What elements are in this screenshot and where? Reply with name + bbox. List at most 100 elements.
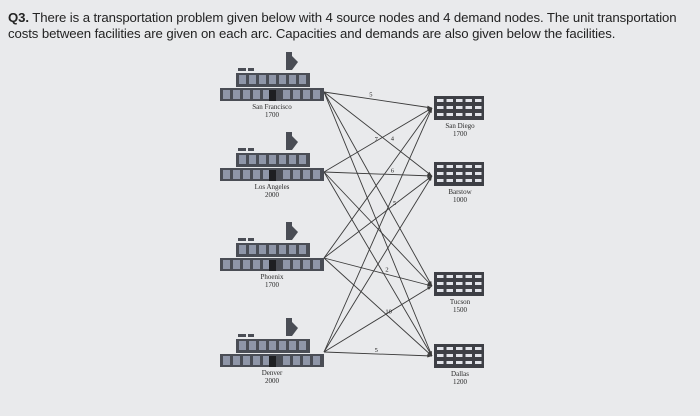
store-window — [437, 354, 444, 357]
store-window — [456, 113, 463, 116]
factory-window — [303, 356, 310, 365]
destination-name: Barstow — [448, 188, 472, 196]
store-window — [475, 179, 482, 182]
factory-window — [269, 245, 276, 254]
store-window — [437, 172, 444, 175]
factory-window — [303, 170, 310, 179]
store-window — [446, 289, 453, 292]
roof-mark — [248, 334, 254, 337]
roof-mark — [238, 148, 246, 151]
factory-window — [313, 356, 320, 365]
factory-window — [233, 90, 240, 99]
factory-window — [263, 356, 270, 365]
arc-line — [323, 175, 433, 259]
arc-arrowhead — [427, 283, 432, 287]
factory-window — [253, 356, 260, 365]
factory-window — [263, 90, 270, 99]
store-window — [437, 106, 444, 109]
factory-window — [289, 245, 296, 254]
question-number: Q3. — [8, 10, 29, 25]
factory-window — [299, 75, 306, 84]
source-capacity: 1700 — [265, 111, 280, 119]
roof-mark — [238, 334, 246, 337]
store-window — [465, 179, 472, 182]
store-window — [446, 361, 453, 364]
store-window — [465, 99, 472, 102]
factory-window — [223, 260, 230, 269]
arc-line — [323, 175, 433, 353]
arc-arrowhead — [427, 354, 432, 358]
arc-line — [323, 91, 433, 357]
factory-window — [243, 260, 250, 269]
store-window — [475, 106, 482, 109]
arc-cost-label: 5 — [369, 91, 372, 98]
arc-cost-label: 5 — [393, 200, 396, 207]
store-window — [456, 361, 463, 364]
factory-window — [283, 170, 290, 179]
store-window — [456, 165, 463, 168]
store-window — [465, 282, 472, 285]
factory-window — [283, 90, 290, 99]
store-window — [465, 289, 472, 292]
factory-window — [259, 245, 266, 254]
factory-window — [249, 75, 256, 84]
factory-window — [293, 90, 300, 99]
destination-name: Dallas — [451, 370, 469, 378]
arc-arrowhead — [427, 105, 432, 110]
factory-window — [269, 341, 276, 350]
factory-window — [313, 90, 320, 99]
roof-mark — [238, 68, 246, 71]
smokestack-flag-icon — [292, 322, 298, 336]
factory-window — [239, 155, 246, 164]
roof-mark — [248, 68, 254, 71]
question-text: Q3. There is a transportation problem gi… — [8, 10, 692, 42]
factory-window — [303, 260, 310, 269]
factory-door — [269, 260, 276, 271]
smokestack-flag-icon — [292, 136, 298, 150]
factory-window — [293, 356, 300, 365]
factory-window — [299, 341, 306, 350]
factory-window — [283, 356, 290, 365]
store-window — [437, 282, 444, 285]
factory-window — [243, 170, 250, 179]
store-window — [456, 106, 463, 109]
arc-line — [323, 91, 433, 287]
factory-window — [223, 170, 230, 179]
factory-window — [233, 356, 240, 365]
factory-window — [223, 356, 230, 365]
factory-window — [299, 155, 306, 164]
arc-line — [323, 91, 433, 109]
store-window — [465, 172, 472, 175]
store-window — [437, 179, 444, 182]
roof-mark — [248, 148, 254, 151]
store-window — [456, 179, 463, 182]
store-window — [446, 282, 453, 285]
store-window — [465, 347, 472, 350]
source-capacity: 2000 — [265, 377, 280, 385]
factory-window — [233, 260, 240, 269]
store-window — [456, 172, 463, 175]
factory-window — [249, 341, 256, 350]
store-window — [437, 113, 444, 116]
store-window — [456, 289, 463, 292]
store-window — [475, 99, 482, 102]
arc-cost-label: 7 — [375, 136, 379, 143]
store-window — [475, 275, 482, 278]
factory-window — [279, 155, 286, 164]
store-window — [456, 347, 463, 350]
destination-name: Tucson — [450, 298, 471, 306]
smokestack-icon — [286, 222, 292, 240]
roof-mark — [238, 238, 246, 241]
store-window — [446, 354, 453, 357]
store-window — [437, 165, 444, 168]
source-capacity: 2000 — [265, 191, 280, 199]
arc-cost-label: 4 — [391, 135, 395, 142]
network-arcs — [323, 91, 433, 358]
store-window — [465, 275, 472, 278]
smokestack-icon — [286, 52, 292, 70]
store-window — [446, 113, 453, 116]
destination-demand: 1200 — [453, 378, 468, 386]
